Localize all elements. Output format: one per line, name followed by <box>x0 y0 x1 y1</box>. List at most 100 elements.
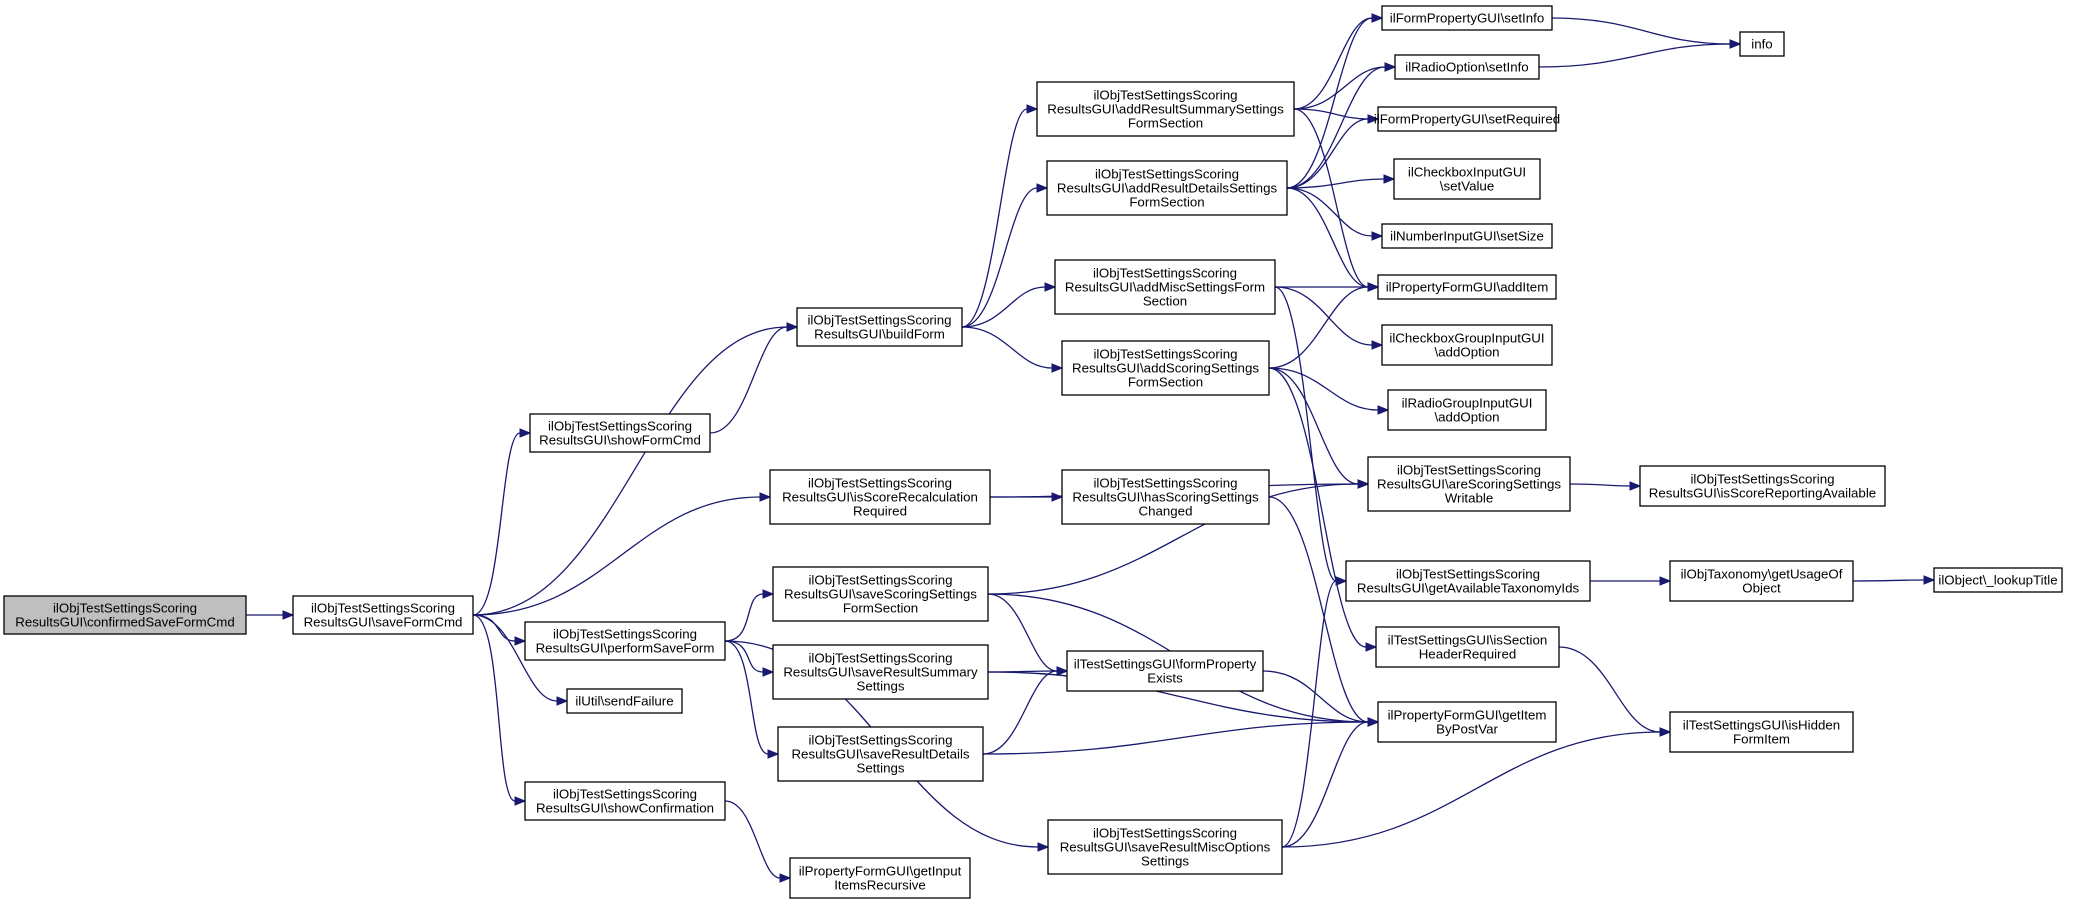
edge-line <box>1538 43 1731 68</box>
edge-arrowhead <box>1659 727 1672 737</box>
edge-arrowhead <box>1367 282 1380 292</box>
edge-arrowhead <box>1036 183 1049 193</box>
node-label-line: ResultsGUI\saveResultMiscOptions <box>1060 840 1271 855</box>
node-box <box>1066 650 1264 692</box>
edge-line <box>1852 579 1925 582</box>
node-numberSetSize[interactable]: ilNumberInputGUI\setSize <box>1381 223 1553 249</box>
node-performSaveForm[interactable]: ilObjTestSettingsScoringResultsGUI\perfo… <box>524 621 726 661</box>
edge-formPropertyExists-to-getItemByPostVar <box>1262 670 1380 727</box>
node-box <box>789 857 971 899</box>
node-saveFormCmd[interactable]: ilObjTestSettingsScoringResultsGUI\saveF… <box>292 595 474 635</box>
node-box <box>566 688 683 714</box>
edge-arrowhead <box>1026 104 1039 114</box>
node-label-line: HeaderRequired <box>1419 647 1517 662</box>
node-label-line: ilObjTestSettingsScoring <box>808 476 952 491</box>
node-setInfoRadioOption[interactable]: ilRadioOption\setInfo <box>1394 54 1540 80</box>
node-label-line: ItemsRecursive <box>834 878 926 893</box>
node-label-line: Required <box>853 504 907 519</box>
edge-addScoringSettingsFormSection-to-addItem <box>1268 282 1380 369</box>
node-label-line: ilTestSettingsGUI\formProperty <box>1074 657 1257 672</box>
edge-arrowhead <box>767 749 780 759</box>
edge-arrowhead <box>1051 492 1064 502</box>
function-nodes: ilObjTestSettingsScoringResultsGUI\confi… <box>3 5 2063 899</box>
node-checkboxGroupAddOption[interactable]: ilCheckboxGroupInputGUI\addOption <box>1381 324 1553 366</box>
edge-line <box>472 432 521 616</box>
edge-addResultDetailsSettingsFormSection-to-setRequired <box>1286 114 1380 189</box>
node-label-line: ResultsGUI\buildForm <box>814 327 945 342</box>
node-setInfoFormProperty[interactable]: ilFormPropertyGUI\setInfo <box>1381 5 1553 31</box>
node-saveResultMiscOptionsSettings[interactable]: ilObjTestSettingsScoringResultsGUI\saveR… <box>1047 819 1283 875</box>
node-box <box>796 307 963 347</box>
node-box <box>1047 819 1283 875</box>
node-label-line: ilObjTestSettingsScoring <box>1095 167 1239 182</box>
node-confirmedSaveFormCmd[interactable]: ilObjTestSettingsScoringResultsGUI\confi… <box>3 595 247 635</box>
edge-addResultDetailsSettingsFormSection-to-checkboxSetValue <box>1286 174 1396 189</box>
node-saveResultSummarySettings[interactable]: ilObjTestSettingsScoringResultsGUI\saveR… <box>772 644 989 700</box>
node-isScoreRecalculationRequired[interactable]: ilObjTestSettingsScoringResultsGUI\isSco… <box>769 469 991 525</box>
node-label-line: Changed <box>1139 504 1193 519</box>
node-buildForm[interactable]: ilObjTestSettingsScoringResultsGUI\build… <box>796 307 963 347</box>
node-box <box>1375 626 1560 668</box>
node-label-line: ilObjTestSettingsScoring <box>808 651 952 666</box>
edge-line <box>1286 187 1373 237</box>
node-isSectionHeaderRequired[interactable]: ilTestSettingsGUI\isSectionHeaderRequire… <box>1375 626 1560 668</box>
node-setRequired[interactable]: ilFormPropertyGUI\setRequired <box>1374 106 1560 132</box>
node-addScoringSettingsFormSection[interactable]: ilObjTestSettingsScoringResultsGUI\addSc… <box>1061 340 1270 396</box>
node-addResultSummarySettingsFormSection[interactable]: ilObjTestSettingsScoringResultsGUI\addRe… <box>1036 81 1295 137</box>
node-areScoringSettingsWritable[interactable]: ilObjTestSettingsScoringResultsGUI\areSc… <box>1367 456 1571 512</box>
edge-arrowhead <box>1384 62 1397 72</box>
edge-line <box>1274 286 1373 346</box>
node-label-line: ilFormPropertyGUI\setRequired <box>1374 112 1560 127</box>
node-box <box>1036 81 1295 137</box>
edge-buildForm-to-addScoringSettingsFormSection <box>961 326 1064 373</box>
node-hasScoringSettingsChanged[interactable]: ilObjTestSettingsScoringResultsGUI\hasSc… <box>1061 469 1270 525</box>
node-addItem[interactable]: ilPropertyFormGUI\addItem <box>1377 274 1557 300</box>
node-getAvailableTaxonomyIds[interactable]: ilObjTestSettingsScoringResultsGUI\getAv… <box>1345 560 1591 602</box>
edge-line <box>1551 17 1731 45</box>
edge-setInfoFormProperty-to-info <box>1551 17 1742 49</box>
edge-line <box>1268 367 1359 485</box>
node-saveScoringSettingsFormSection[interactable]: ilObjTestSettingsScoringResultsGUI\saveS… <box>772 566 989 622</box>
edge-arrowhead <box>1729 39 1742 49</box>
node-label-line: ResultsGUI\getAvailableTaxonomyIds <box>1357 581 1580 596</box>
edge-line <box>1293 108 1369 120</box>
node-info[interactable]: info <box>1739 31 1785 57</box>
node-lookupTitle[interactable]: ilObject\_lookupTitle <box>1933 567 2063 593</box>
node-isScoreReportingAvailable[interactable]: ilObjTestSettingsScoringResultsGUI\isSco… <box>1639 465 1886 507</box>
edge-line <box>724 593 764 642</box>
edge-arrowhead <box>282 610 295 620</box>
node-box <box>1669 711 1854 753</box>
node-addResultDetailsSettingsFormSection[interactable]: ilObjTestSettingsScoringResultsGUI\addRe… <box>1046 160 1288 216</box>
node-box <box>1739 31 1785 57</box>
node-showFormCmd[interactable]: ilObjTestSettingsScoringResultsGUI\showF… <box>529 413 711 453</box>
edge-arrowhead <box>1357 479 1370 489</box>
node-addMiscSettingsFormSection[interactable]: ilObjTestSettingsScoringResultsGUI\addMi… <box>1054 259 1276 315</box>
edge-line <box>724 640 769 755</box>
edge-saveFormCmd-to-showFormCmd <box>472 428 532 616</box>
node-label-line: FormSection <box>1128 116 1203 131</box>
node-box <box>1381 223 1553 249</box>
node-showConfirmation[interactable]: ilObjTestSettingsScoringResultsGUI\showC… <box>524 781 726 821</box>
node-saveResultDetailsSettings[interactable]: ilObjTestSettingsScoringResultsGUI\saveR… <box>777 726 984 782</box>
edge-line <box>1274 286 1337 582</box>
edge-line <box>1558 646 1661 733</box>
edge-confirmedSaveFormCmd-to-saveFormCmd <box>245 610 295 620</box>
edge-saveScoringSettingsFormSection-to-formPropertyExists <box>987 593 1069 676</box>
node-label-line: ilRadioGroupInputGUI <box>1402 396 1533 411</box>
node-checkboxSetValue[interactable]: ilCheckboxInputGUI\setValue <box>1393 158 1541 200</box>
node-label-line: ResultsGUI\isScoreRecalculation <box>782 490 978 505</box>
edge-showConfirmation-to-getInputItemsRecursive <box>724 800 792 883</box>
edge-line <box>724 800 781 879</box>
node-sendFailure[interactable]: ilUtil\sendFailure <box>566 688 683 714</box>
node-label-line: ilRadioOption\setInfo <box>1405 60 1528 75</box>
edge-line <box>1268 496 1369 723</box>
edge-performSaveForm-to-saveResultSummarySettings <box>724 640 775 677</box>
edge-line <box>982 721 1369 755</box>
node-box <box>1377 274 1557 300</box>
node-radioGroupAddOption[interactable]: ilRadioGroupInputGUI\addOption <box>1387 389 1547 431</box>
